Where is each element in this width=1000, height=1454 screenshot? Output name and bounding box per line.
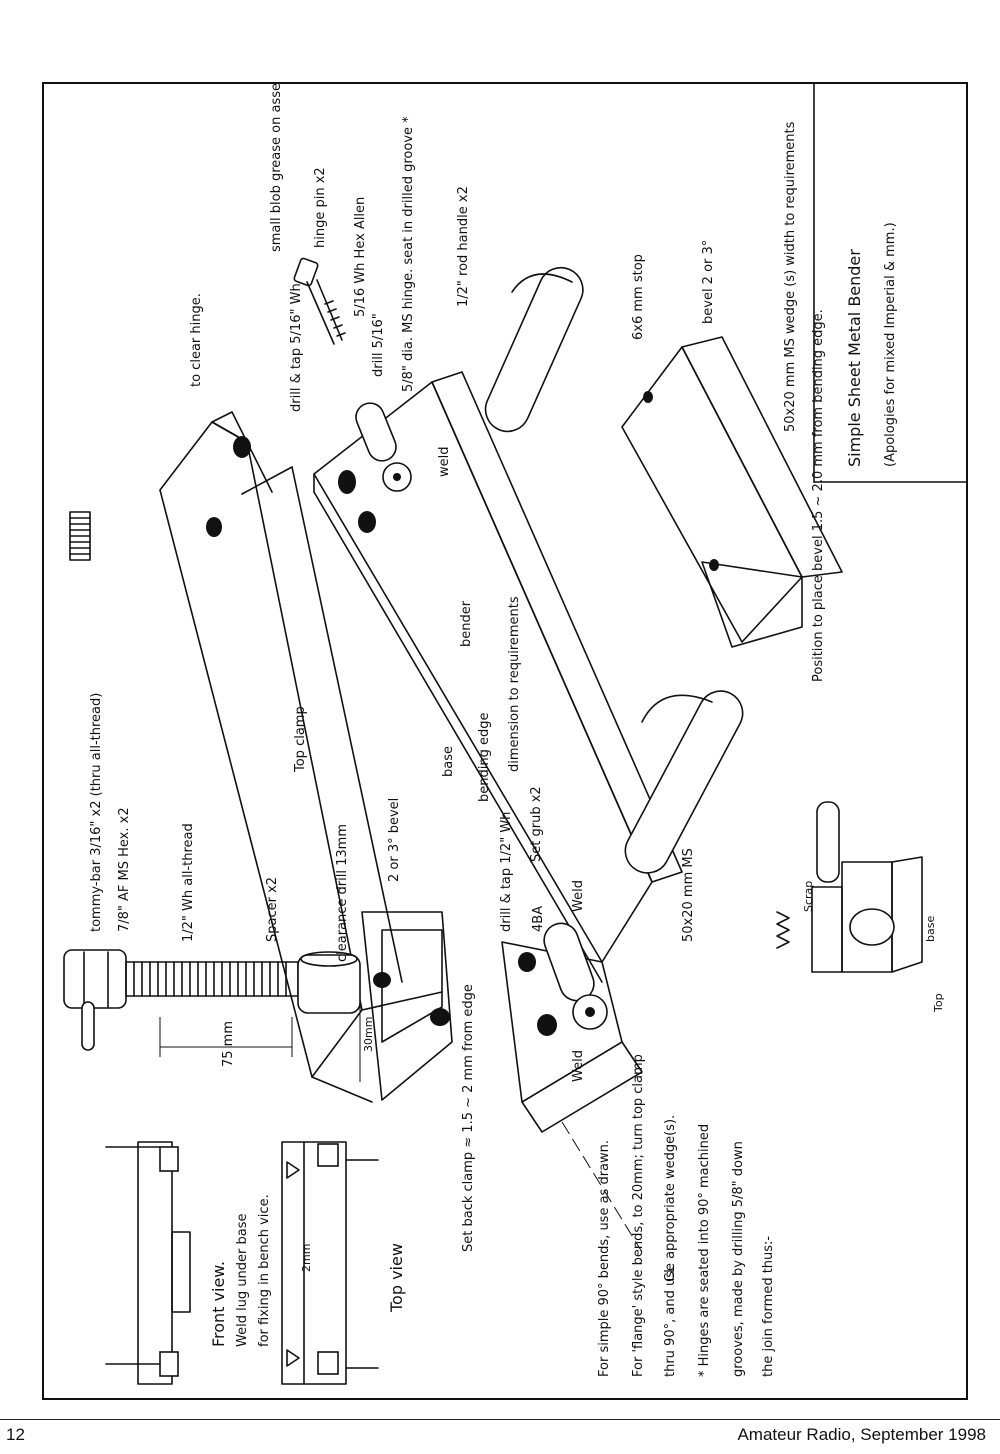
label-2mm: 2mm [300,1244,313,1272]
sheet-metal-bender-drawing: tommy-bar 3/16" x2 (thru all-thread) 7/8… [63,82,968,1385]
top-clamp-end-block [361,911,453,1101]
label-weld-right: Weld [571,880,586,912]
label-drill-516: drill 5/16" [371,313,386,377]
label-bender: bender [459,600,474,647]
rotation-arrow-lower [641,694,713,723]
wedge-piece [621,336,843,648]
label-hinge-pin: hinge pin x2 [313,167,328,248]
label-top-clamp: Top clamp [293,706,308,773]
label-bench-vice: for fixing in bench vice. [257,1194,272,1347]
page-number: 12 [6,1425,25,1444]
hinge-join-sketch [776,801,923,973]
all-thread-spare [69,511,91,561]
label-small-blob: small blob grease on assemble [269,82,284,252]
footer-rule [0,1419,1000,1420]
label-top-small: Top [932,993,945,1013]
label-dim-30: 30mm [362,1017,375,1052]
label-base-small: base [924,916,937,942]
base-hole-2 [358,511,376,533]
label-stop: 6x6 mm stop [631,254,646,340]
label-drill-tap-516: drill & tap 5/16" Wh [289,283,304,412]
notes-block: For simple 90° bends, use as drawn. For … [597,1054,776,1377]
base-hole-3 [518,952,536,972]
label-4ba: 4BA [531,906,546,932]
note-line-6: the join formed thus:- [761,1236,776,1377]
publication-footer: Amateur Radio, September 1998 [737,1425,986,1444]
label-weld-top: weld [437,447,452,478]
wedge-hole-1 [643,391,653,403]
rod-handle-upper [484,266,584,433]
front-view-sketch [105,1141,191,1385]
label-set-back: Set back clamp ≈ 1.5 ~ 2 mm from edge [461,984,476,1252]
label-scrap: Scrap [802,881,815,912]
label-rod-handle: 1/2" rod handle x2 [456,186,471,307]
clamp-hole-mid [206,517,222,537]
base-bar [313,371,683,1133]
label-base: base [441,746,456,777]
note-line-3: thru 90°, and use appropriate wedge(s). [663,1115,678,1377]
note-line-2: For 'flange' style bends, to 20mm; turn … [631,1054,646,1377]
hinge-lower [543,922,608,1030]
label-bevel: bevel 2 or 3° [701,240,716,324]
wedge-hole-2 [709,559,719,571]
label-bending-edge: bending edge [477,713,492,802]
label-tommy-bar: tommy-bar 3/16" x2 (thru all-thread) [89,693,104,932]
label-wedge: 50x20 mm MS wedge (s) width to requireme… [783,121,798,432]
label-front-view: Front view. [209,1261,228,1347]
label-hex-allen: 5/16 Wh Hex Allen [353,197,368,317]
note-line-1: For simple 90° bends, use as drawn. [597,1140,612,1377]
label-to-clear-hinge: to clear hinge. [189,293,204,387]
note-line-4: * Hinges are seated into 90° machined [697,1124,712,1377]
top-view-sketch [281,1141,379,1385]
label-bevel-2or3: 2 or 3° bevel [387,798,402,882]
rotated-labels: tommy-bar 3/16" x2 (thru all-thread) 7/8… [89,82,945,1347]
label-dia-hinge: 5/8" dia. MS hinge. seat in drilled groo… [401,116,416,392]
hinge-pin-exploded [293,257,346,345]
clamp-hole-lower-1 [373,972,391,988]
label-dimension: dimension to requirements [507,596,522,772]
centerline [561,1121,643,1253]
rotation-arrow-upper [511,273,573,293]
label-top-view: Top view [387,1243,406,1313]
label-all-thread: 1/2" Wh all-thread [181,823,196,942]
label-cl: CL [663,1265,678,1282]
label-ms-50x20: 50x20 mm MS [681,848,696,942]
subtitle-text: (Apologies for mixed Imperial & mm.) [883,222,898,467]
dimension-75mm [159,1017,293,1057]
base-hole-4 [537,1014,557,1036]
hinge-upper [355,402,412,492]
clamp-hole-lower-2 [430,1008,450,1026]
label-weld-lug: Weld lug under base [235,1213,250,1347]
title-box: Simple Sheet Metal Bender (Apologies for… [813,82,968,483]
label-drill-tap-12: drill & tap 1/2" Wh [499,812,514,932]
label-weld-left: Weld [571,1050,586,1082]
label-spacer: Spacer x2 [265,877,280,942]
drawing-frame [42,82,968,1400]
label-clearance: clearance drill 13mm [335,824,350,962]
rod-handle-lower [624,690,744,874]
title-text: Simple Sheet Metal Bender [845,249,864,467]
clamp-screw-exploded [63,949,361,1051]
note-line-5: grooves, made by drilling 5/8" down [731,1141,746,1377]
clamp-hole-top [233,436,251,458]
base-hole-1 [338,470,356,494]
label-set-grub: Set grub x2 [529,786,544,862]
label-dim-75: 75 mm [221,1021,236,1067]
label-hex: 7/8" AF MS Hex. x2 [117,807,132,932]
